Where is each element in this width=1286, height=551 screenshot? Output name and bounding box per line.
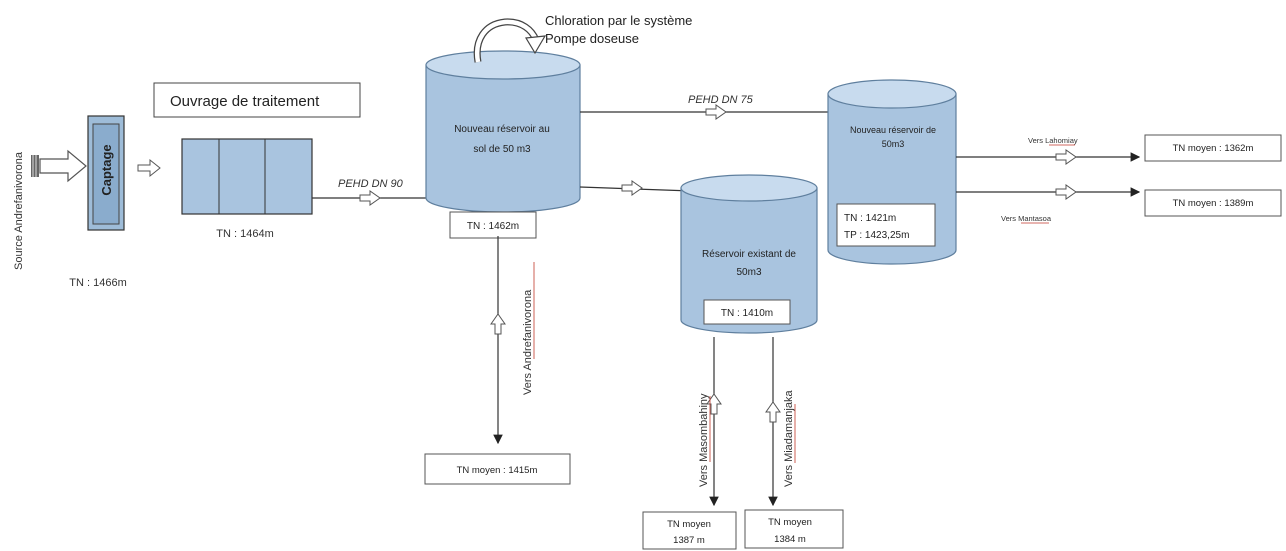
pipe-dn75-label: PEHD DN 75 xyxy=(688,94,754,106)
source-label: Source Andrefanivorona xyxy=(13,151,25,270)
tank-2-tn: TN : 1410m xyxy=(721,308,773,319)
tank-1-tn-box xyxy=(449,211,537,239)
flow-arrow-icon xyxy=(1055,149,1077,165)
chloration-line1: Chloration par le système xyxy=(545,13,692,28)
chloration-line2: Pompe doseuse xyxy=(545,31,639,46)
tank-3-tp: TP : 1423,25m xyxy=(844,230,909,241)
tank-3-label-line1: Nouveau réservoir de xyxy=(850,125,936,135)
treatment-title: Ouvrage de traitement xyxy=(170,93,320,110)
treatment-title-box xyxy=(153,82,361,118)
flow-arrow-icon xyxy=(705,104,727,120)
tn-masombahiny-box xyxy=(642,511,737,550)
tn-masombahiny-line2: 1387 m xyxy=(673,535,705,546)
tank-2-label-line2: 50m3 xyxy=(736,267,761,278)
flow-arrow-icon xyxy=(765,401,781,423)
treatment-unit xyxy=(181,138,313,215)
tank-1 xyxy=(425,50,581,213)
captage-box xyxy=(87,115,125,231)
tank-3-tn-box xyxy=(836,203,936,247)
flow-arrow-icon xyxy=(490,313,506,335)
tn-lahomiay: TN moyen : 1362m xyxy=(1173,143,1254,154)
flow-arrow-icon xyxy=(359,190,381,206)
vers-masombahiny: Vers Masombahiny xyxy=(698,393,710,487)
tn-mantasoa: TN moyen : 1389m xyxy=(1173,198,1254,209)
tank-1-tn: TN : 1462m xyxy=(467,221,519,232)
tn-mantasoa-box xyxy=(1144,189,1282,217)
tank-1-label-line1: Nouveau réservoir au xyxy=(454,124,550,135)
tn-masombahiny-line1: TN moyen xyxy=(667,519,711,530)
treatment-tn: TN : 1464m xyxy=(216,228,273,240)
tn-andrefanivorona: TN moyen : 1415m xyxy=(457,465,538,476)
tank-2-label-line1: Réservoir existant de xyxy=(702,249,796,260)
tn-miadamanjaka-line2: 1384 m xyxy=(774,534,806,545)
flow-arrow-icon xyxy=(137,158,161,178)
vers-miadamanjaka: Vers Miadamanjaka xyxy=(783,390,795,487)
tn-miadamanjaka-line1: TN moyen xyxy=(768,517,812,528)
pipe-dn90-label: PEHD DN 90 xyxy=(338,178,404,190)
chlorination-curved-arrow-icon xyxy=(473,18,547,63)
source-pipe-icon xyxy=(31,155,39,177)
tank-2 xyxy=(680,174,818,334)
tank-2-tn-box xyxy=(703,299,791,325)
vers-lahomiay: Vers Lahomiay xyxy=(1028,136,1078,145)
tank-3-tn: TN : 1421m xyxy=(844,213,896,224)
tank-3-label-line2: 50m3 xyxy=(882,139,905,149)
captage-label: Captage xyxy=(99,144,114,195)
tn-andrefanivorona-box xyxy=(424,453,571,485)
tn-miadamanjaka-box xyxy=(744,509,844,549)
flow-arrow-icon xyxy=(621,180,643,196)
source-flow-arrow xyxy=(39,149,87,183)
tank-1-label-line2: sol de 50 m3 xyxy=(473,144,531,155)
vers-mantasoa: Vers Mantasoa xyxy=(1001,214,1052,223)
captage-tn: TN : 1466m xyxy=(69,277,126,289)
flow-arrow-icon xyxy=(1055,184,1077,200)
tn-lahomiay-box xyxy=(1144,134,1282,162)
vers-andrefanivorona: Vers Andrefanivorona xyxy=(522,289,534,395)
